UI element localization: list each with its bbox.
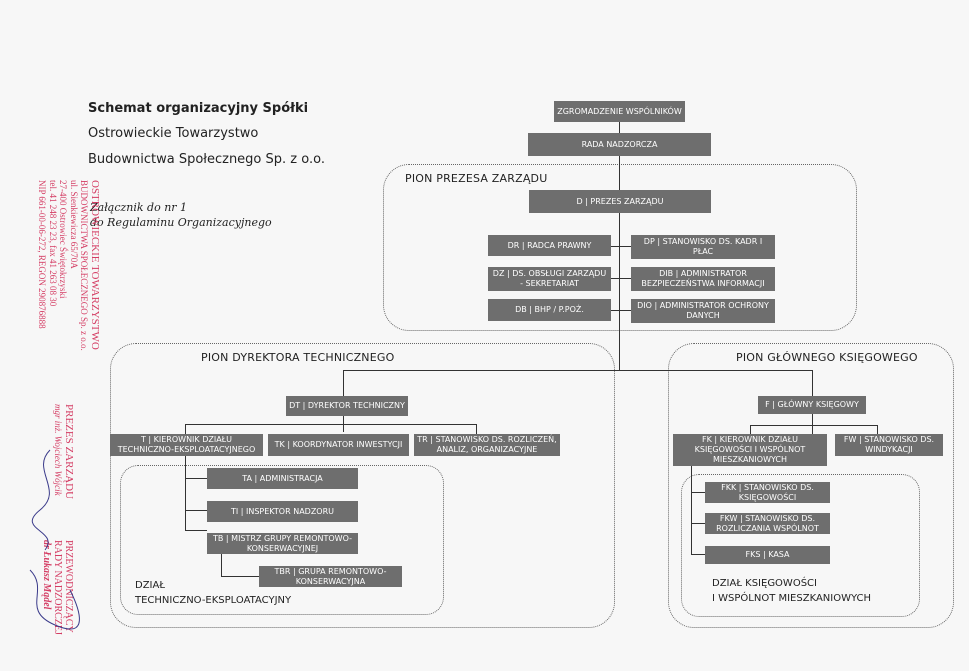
connector bbox=[619, 122, 620, 134]
company-stamp: OSTROWIECKIE TOWARZYSTWO BUDOWNICTWA SPO… bbox=[37, 180, 102, 351]
box-investment-coordinator: TK | KOORDYNATOR INWESTYCJI bbox=[268, 434, 409, 456]
president-region-label: PION PREZESA ZARZĄDU bbox=[405, 172, 548, 185]
box-settlements-analysis: TR | STANOWISKO DS. ROZLICZEŃ, ANALIZ, O… bbox=[414, 434, 560, 456]
connector bbox=[185, 530, 207, 531]
connector bbox=[185, 510, 207, 511]
company-name-line1: Ostrowieckie Towarzystwo bbox=[88, 126, 259, 141]
box-repair-group: TBR | GRUPA REMONTOWO-KONSERWACYJNA bbox=[259, 566, 402, 587]
box-president: D | PREZES ZARZĄDU bbox=[529, 190, 711, 213]
connector bbox=[611, 278, 631, 279]
box-community-settlements: FKW | STANOWISKO DS. ROZLICZANIA WSPÓLNO… bbox=[705, 513, 830, 534]
annex-line1: Załącznik do nr 1 bbox=[90, 201, 188, 214]
connector bbox=[619, 156, 620, 190]
stamp-line: tel. 41 248 23 23, fax 41 263 08 30 bbox=[48, 180, 58, 307]
box-cash-desk: FKS | KASA bbox=[705, 546, 830, 564]
finance-department-label: DZIAŁ KSIĘGOWOŚCI I WSPÓLNOT MIESZKANIOW… bbox=[712, 576, 871, 606]
connector bbox=[343, 370, 813, 371]
stamp-line: OSTROWIECKIE TOWARZYSTWO bbox=[89, 180, 101, 350]
stamp-line: BUDOWNICTWA SPOŁECZNEGO Sp. z o.o. bbox=[79, 180, 90, 351]
connector bbox=[691, 466, 692, 554]
connector bbox=[750, 425, 751, 434]
stamp-line: 27-400 Ostrowiec Świętokrzyski bbox=[58, 180, 69, 299]
connector bbox=[691, 492, 705, 493]
box-technical-dept-head: T | KIEROWNIK DZIAŁU TECHNICZNO-EKSPLOAT… bbox=[110, 434, 263, 456]
connector bbox=[812, 370, 813, 396]
connector bbox=[185, 456, 186, 531]
box-safety-fire: DB | BHP / P.POŻ. bbox=[488, 299, 611, 321]
box-chief-accountant: F | GŁÓWNY KSIĘGOWY bbox=[758, 396, 866, 414]
stamp-line: ul. Sienkiewicza 65/70A bbox=[69, 180, 79, 269]
connector bbox=[185, 478, 207, 479]
connector bbox=[221, 553, 222, 577]
box-supervisory-board: RADA NADZORCZA bbox=[528, 133, 711, 156]
technical-department-label-line2: TECHNICZNO-EKSPLOATACYJNY bbox=[135, 595, 292, 606]
stamp-line: NIP 661-00-06-272, REGON 290876888 bbox=[37, 180, 48, 329]
page-title: Schemat organizacyjny Spółki bbox=[88, 101, 309, 116]
box-accounting-position: FKK | STANOWISKO DS. KSIĘGOWOŚCI bbox=[705, 482, 830, 503]
box-general-assembly: ZGROMADZENIE WSPÓLNIKÓW bbox=[554, 101, 685, 122]
box-legal-counsel: DR | RADCA PRAWNY bbox=[488, 235, 611, 256]
connector bbox=[185, 424, 477, 425]
connector bbox=[877, 425, 878, 434]
box-technical-director: DT | DYREKTOR TECHNICZNY bbox=[286, 396, 408, 416]
box-administration: TA | ADMINISTRACJA bbox=[207, 468, 358, 489]
technical-region-label: PION DYREKTORA TECHNICZNEGO bbox=[201, 351, 395, 364]
technical-department-area bbox=[120, 465, 444, 615]
finance-department-area bbox=[681, 474, 920, 617]
connector bbox=[691, 554, 705, 555]
box-repair-group-master: TB | MISTRZ GRUPY REMONTOWO-KONSERWACYJN… bbox=[207, 533, 358, 554]
technical-region bbox=[110, 343, 615, 628]
finance-region-label: PION GŁÓWNEGO KSIĘGOWEGO bbox=[736, 351, 918, 364]
box-data-protection-admin: DIO | ADMINISTRATOR OCHRONY DANYCH bbox=[631, 299, 775, 323]
technical-department-label-line1: DZIAŁ bbox=[135, 580, 165, 591]
finance-department-label-line2: I WSPÓLNOT MIESZKANIOWYCH bbox=[712, 593, 872, 604]
finance-department-label-line1: DZIAŁ KSIĘGOWOŚCI bbox=[712, 578, 817, 589]
connector bbox=[750, 425, 878, 426]
connector bbox=[619, 213, 620, 371]
connector bbox=[343, 370, 344, 396]
box-accounting-dept-head: FK | KIEROWNIK DZIAŁU KSIĘGOWOŚCI I WSPÓ… bbox=[673, 434, 827, 466]
company-name-line2: Budownictwa Społecznego Sp. z o.o. bbox=[88, 152, 325, 167]
box-debt-collection: FW | STANOWISKO DS. WINDYKACJI bbox=[835, 434, 943, 456]
box-supervision-inspector: TI | INSPEKTOR NADZORU bbox=[207, 501, 358, 522]
connector bbox=[476, 424, 477, 434]
annex-line2: do Regulaminu Organizacyjnego bbox=[90, 216, 272, 229]
connector bbox=[691, 523, 705, 524]
connector bbox=[611, 246, 631, 247]
finance-region bbox=[668, 343, 954, 628]
connector bbox=[611, 310, 631, 311]
connector bbox=[812, 414, 813, 434]
connector bbox=[221, 576, 261, 577]
box-hr-payroll: DP | STANOWISKO DS. KADR I PŁAC bbox=[631, 235, 775, 259]
connector bbox=[185, 424, 186, 434]
box-board-secretariat: DZ | DS. OBSŁUGI ZARZĄDU - SEKRETARIAT bbox=[488, 267, 611, 291]
signature-marks bbox=[29, 449, 80, 630]
technical-department-label: DZIAŁ TECHNICZNO-EKSPLOATACYJNY bbox=[135, 578, 291, 608]
president-region bbox=[383, 164, 857, 331]
box-info-security-admin: DIB | ADMINISTRATOR BEZPIECZEŃSTWA INFOR… bbox=[631, 267, 775, 291]
